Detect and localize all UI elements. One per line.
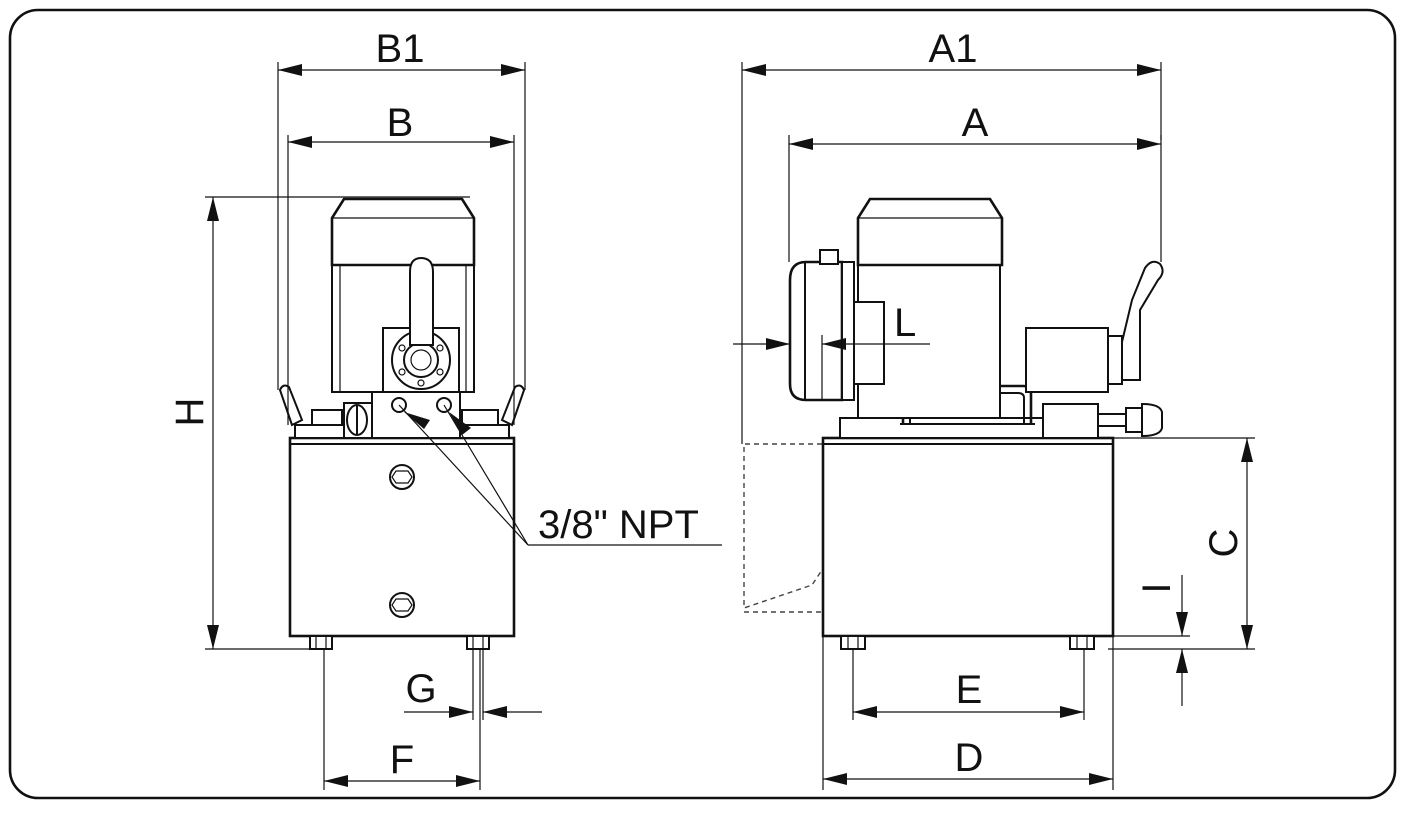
label-h: H	[168, 398, 212, 427]
front-motor-cap	[330, 197, 476, 267]
label-a1: A1	[929, 27, 978, 71]
side-tank-extension-dashed	[743, 443, 823, 609]
label-i: I	[1135, 582, 1179, 593]
label-a: A	[962, 101, 989, 145]
label-l: L	[894, 301, 916, 345]
front-dimensions	[205, 62, 722, 790]
front-plug-upper	[389, 464, 415, 490]
label-e: E	[956, 668, 983, 712]
drawing-frame	[8, 8, 1397, 800]
label-b1: B1	[376, 27, 425, 71]
side-tank	[821, 436, 1115, 638]
side-foot-right	[1069, 635, 1095, 650]
label-d: D	[955, 736, 984, 780]
label-port-npt: 3/8" NPT	[538, 503, 699, 547]
front-handle-left	[278, 384, 304, 427]
side-lever	[1121, 260, 1164, 381]
label-b: B	[387, 101, 414, 145]
front-handle-right	[500, 384, 526, 427]
side-dimensions	[733, 62, 1255, 790]
front-foot-left	[309, 635, 333, 650]
side-foot-left	[840, 635, 866, 650]
side-adjust-knob	[1141, 402, 1163, 438]
label-g: G	[405, 667, 436, 711]
front-foot-right	[466, 635, 490, 650]
label-f: F	[390, 738, 414, 782]
label-c: C	[1202, 529, 1246, 558]
side-view	[743, 197, 1164, 650]
side-gauge	[788, 260, 844, 402]
front-plug-lower	[389, 592, 415, 618]
side-motor-cap	[856, 197, 1004, 267]
front-view	[278, 197, 526, 650]
side-valve-box	[1025, 327, 1109, 393]
front-lever	[409, 256, 434, 346]
